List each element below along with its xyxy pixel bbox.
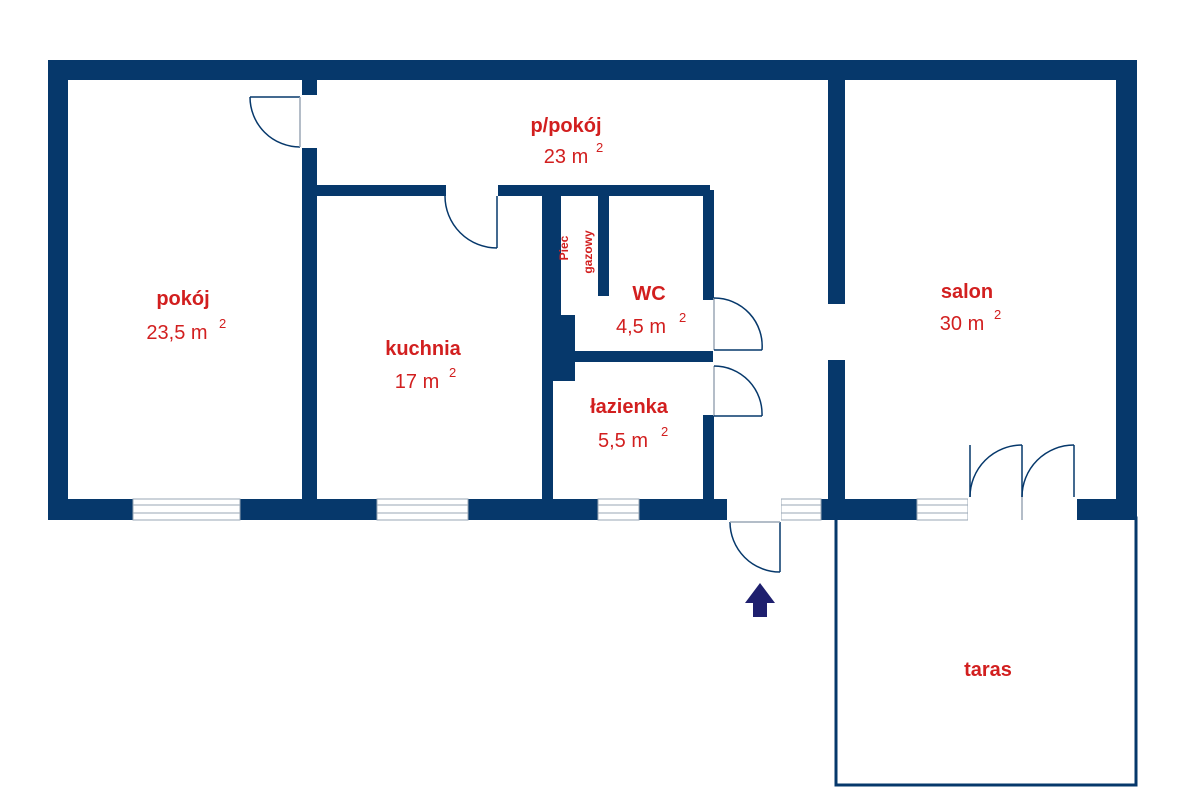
ppokoj-area: 23 m <box>544 146 588 168</box>
taras-name: taras <box>964 659 1012 681</box>
door-kuchnia <box>444 195 498 249</box>
ppokoj-name: p/pokój <box>530 115 601 137</box>
window-kuchnia <box>376 497 469 522</box>
kuchnia-area-sup: 2 <box>449 365 456 380</box>
entrance-arrow-icon <box>745 583 775 617</box>
windows <box>132 497 969 522</box>
door-pokoj <box>249 96 301 148</box>
kuchnia-name: kuchnia <box>385 338 461 360</box>
door-lazienka <box>713 365 763 417</box>
window-hall <box>780 497 822 522</box>
lazienka-area: 5,5 m <box>598 430 648 452</box>
window-salon <box>916 497 969 522</box>
interior-walls <box>302 80 845 500</box>
salon-name: salon <box>941 281 993 303</box>
ppokoj-area-sup: 2 <box>596 140 603 155</box>
pokoj-name: pokój <box>156 288 209 310</box>
pokoj-area: 23,5 m <box>146 322 207 344</box>
kuchnia-area: 17 m <box>395 371 439 393</box>
furnace-label-line1: Piec <box>557 235 571 260</box>
door-wc <box>713 297 763 351</box>
door-terrace <box>969 444 1075 520</box>
wc-area-sup: 2 <box>679 310 686 325</box>
door-entrance <box>729 521 781 573</box>
wc-name: WC <box>632 283 665 305</box>
lazienka-name: łazienka <box>590 396 669 418</box>
salon-area: 30 m <box>940 313 984 335</box>
lazienka-area-sup: 2 <box>661 424 668 439</box>
terrace-outline <box>834 516 1138 787</box>
furnace-label-line2: gazowy <box>581 230 595 274</box>
window-lazienka <box>597 497 640 522</box>
window-pokoj <box>132 497 241 522</box>
salon-area-sup: 2 <box>994 307 1001 322</box>
door-openings <box>300 95 1077 522</box>
pokoj-area-sup: 2 <box>219 316 226 331</box>
wc-area: 4,5 m <box>616 316 666 338</box>
doors <box>249 96 1075 573</box>
